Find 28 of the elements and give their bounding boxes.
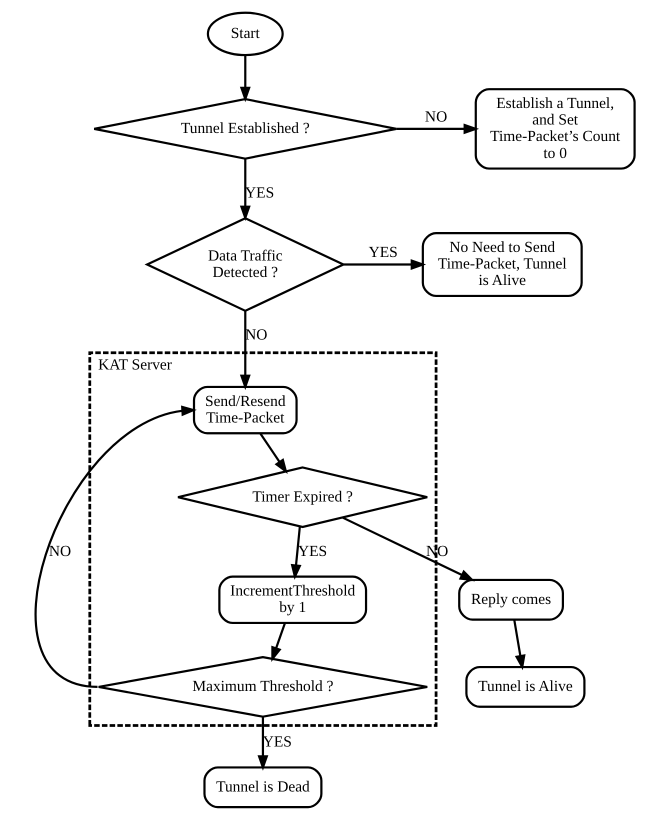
node-diamond: Data Traffic Detected ? [144, 216, 346, 312]
arrow [240, 55, 251, 102]
arrow [396, 123, 480, 134]
node-box: IncrementThreshold by 1 [218, 576, 368, 624]
edge-label: NO [48, 542, 72, 560]
arrow [240, 158, 251, 222]
node-diamond: Tunnel Established ? [93, 98, 398, 160]
arrow [290, 526, 302, 580]
node-box: Establish a Tunnel, and Set Time-Packet’s Count to 0 [474, 88, 636, 170]
arrow [344, 259, 426, 270]
arrow [513, 620, 526, 670]
node-box: Send/Resend Time-Packet [192, 386, 298, 434]
arrow [259, 432, 288, 474]
node-diamond: Timer Expired ? [176, 466, 428, 528]
node-box: No Need to Send Time-Packet, Tunnel is Alive [422, 232, 583, 298]
arrow [271, 622, 286, 662]
arrow [342, 516, 476, 582]
node-box: Tunnel is Dead [203, 766, 322, 808]
arrow [258, 716, 268, 771]
node-ellipse: Start [206, 12, 284, 56]
node-box: Reply comes [458, 578, 564, 621]
edge-label: YES [298, 542, 328, 560]
edge-label: YES [262, 734, 292, 751]
node-diamond: Maximum Threshold ? [98, 656, 428, 718]
edge-label: YES [368, 244, 398, 262]
arrow [240, 310, 251, 390]
edge-label: NO [424, 108, 448, 126]
node-box: Tunnel is Alive [465, 666, 586, 708]
